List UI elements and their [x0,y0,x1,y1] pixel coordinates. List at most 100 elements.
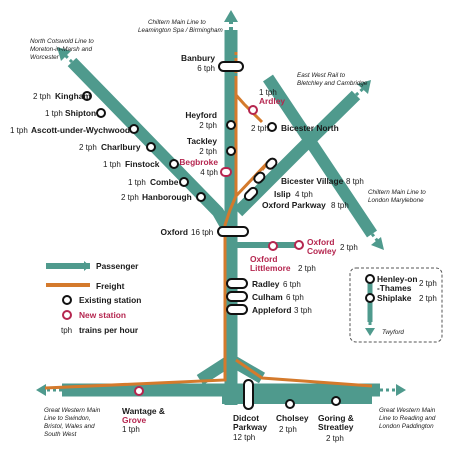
note-gwml-east-1: Great Western Main [379,407,436,414]
arrow-northwest-icon [57,47,71,61]
tph-ardley: 1 tph [259,88,277,97]
station-banbury [218,61,244,72]
label-appleford: Appleford [252,305,292,315]
station-hanborough [196,192,206,202]
label-didcot-1: Didcot [233,413,259,423]
station-henley [365,274,375,284]
station-appleford [226,304,248,315]
label-tackley: Tackley [187,136,217,146]
tph-culham: 6 tph [286,293,304,302]
note-cotswold-2: Moreton-in-Marsh and [30,46,92,53]
station-combe [179,177,189,187]
cotswold-line [67,57,232,229]
station-labels: Banbury 6 tph 1 tph Ardley Heyford 2 tph… [10,53,364,443]
label-ascott: Ascott-under-Wychwood [31,125,130,135]
note-gwml-west-3: Bristol, Wales and [44,423,95,430]
label-wantage-1: Wantage & [122,406,165,416]
station-shipton [96,108,106,118]
station-ascott [129,124,139,134]
station-cholsey [285,399,295,409]
legend-freight-swatch [46,283,90,287]
henley-inset: Henley-on -Thames 2 tph Shiplake 2 tph T… [349,267,443,343]
tph-charlbury: 2 tph [79,143,97,152]
note-east-west-1: East West Rail to [297,72,346,79]
label-didcot-2: Parkway [233,422,267,432]
tph-bicester-north: 2 tph [251,124,269,133]
note-chiltern-north-1: Chiltern Main Line to [148,19,206,26]
stations [82,61,375,410]
label-banbury: Banbury [181,53,215,63]
station-begbroke [220,167,232,177]
tph-shipton: 1 tph [45,109,63,118]
label-wantage-2: Grove [122,415,147,425]
station-culham [226,291,248,302]
station-wantage [134,386,144,396]
arrow-east-icon [396,384,406,396]
station-heyford [226,120,236,130]
passenger-lines [62,18,380,405]
legend-freight-label: Freight [96,281,125,291]
note-chiltern-south-1: Chiltern Main Line to [368,189,426,196]
destination-notes: Chiltern Main Line to Leamington Spa / B… [30,19,436,438]
label-oxford: Oxford [161,227,188,237]
station-oxford-littlemore [268,241,278,251]
station-ardley [248,105,258,115]
label-shipton: Shipton [65,108,96,118]
tph-oxford-cowley: 2 tph [340,243,358,252]
note-east-west-2: Bletchley and Cambridge [297,80,368,87]
label-henley-2: -Thames [377,283,412,293]
legend-tph-meaning: trains per hour [79,325,139,335]
tph-islip: 4 tph [295,190,313,199]
label-goring-1: Goring & [318,413,354,423]
arrow-south-icon [365,328,375,336]
label-heyford: Heyford [185,110,217,120]
note-chiltern-north-2: Leamington Spa / Birmingham [138,27,223,34]
note-gwml-west-1: Great Western Main [44,407,101,414]
freight-didcot-east [235,358,373,388]
legend-existing-station-icon [62,295,72,305]
station-charlbury [146,142,156,152]
arrow-northeast-icon [357,80,371,94]
label-ardley: Ardley [259,96,285,106]
label-oxford-cowley-1: Oxford [307,237,334,247]
station-radley [226,278,248,289]
legend: Passenger Freight Existing station New s… [46,261,141,335]
line-continuations [44,50,398,392]
label-shiplake: Shiplake [377,293,412,303]
tph-appleford: 3 tph [294,306,312,315]
label-henley-1: Henley-on [377,274,418,284]
legend-passenger-label: Passenger [96,261,139,271]
tph-henley: 2 tph [419,279,437,288]
label-cholsey: Cholsey [276,413,309,423]
note-gwml-west-4: South West [44,431,77,438]
station-islip [253,171,266,184]
tph-ascott: 1 tph [10,126,28,135]
label-bicester-north: Bicester North [281,123,339,133]
tph-combe: 1 tph [128,178,146,187]
station-kingham [82,91,92,101]
tph-begbroke: 4 tph [200,168,218,177]
legend-existing-label: Existing station [79,295,141,305]
legend-new-station-icon [62,310,72,320]
note-gwml-east-3: London Paddington [379,423,434,430]
legend-new-label: New station [79,310,126,320]
note-gwml-east-2: Line to Reading and [379,415,436,422]
station-oxford-parkway [243,186,259,202]
tph-didcot: 12 tph [233,433,255,442]
station-bicester-village [265,157,278,170]
arrow-north-icon [224,10,238,22]
label-islip: Islip [274,189,291,199]
legend-passenger-swatch [46,263,90,269]
label-bicester-village: Bicester Village [281,176,344,186]
label-oxford-littlemore-2: Littlemore [250,263,291,273]
label-kingham: Kingham [55,91,91,101]
tph-banbury: 6 tph [197,64,215,73]
tph-hanborough: 2 tph [121,193,139,202]
tph-kingham: 2 tph [33,92,51,101]
note-gwml-west-2: Line to Swindon, [44,415,91,422]
east-west-chiltern-line [233,90,361,217]
tph-cholsey: 2 tph [279,425,297,434]
tph-oxford-littlemore: 2 tph [298,264,316,273]
label-begbroke: Begbroke [179,157,218,167]
